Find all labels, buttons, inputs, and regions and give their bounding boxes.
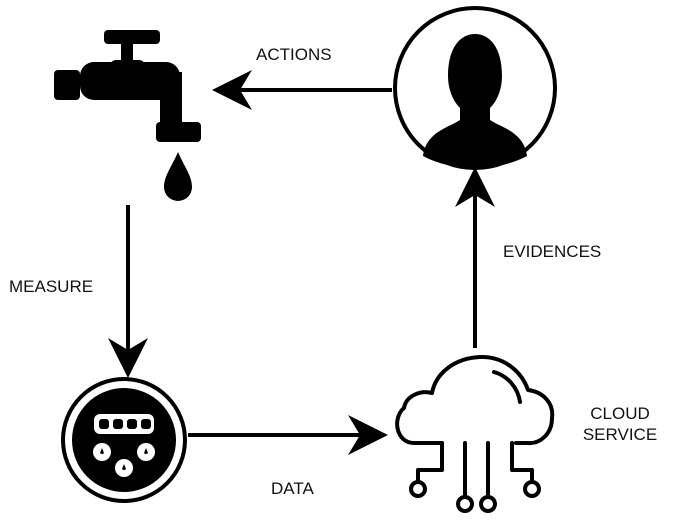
measure-label: MEASURE: [9, 277, 94, 296]
water-drop-icon: [164, 152, 192, 201]
person-icon: [393, 6, 557, 170]
actions-label: ACTIONS: [256, 45, 332, 64]
water-meter-icon: [61, 377, 187, 503]
faucet-icon: [54, 30, 201, 142]
cloud-service-icon: [395, 354, 555, 513]
evidences-label: EVIDENCES: [503, 242, 602, 261]
data-label: DATA: [271, 479, 314, 498]
cloud-service-label: CLOUD SERVICE: [582, 404, 658, 444]
